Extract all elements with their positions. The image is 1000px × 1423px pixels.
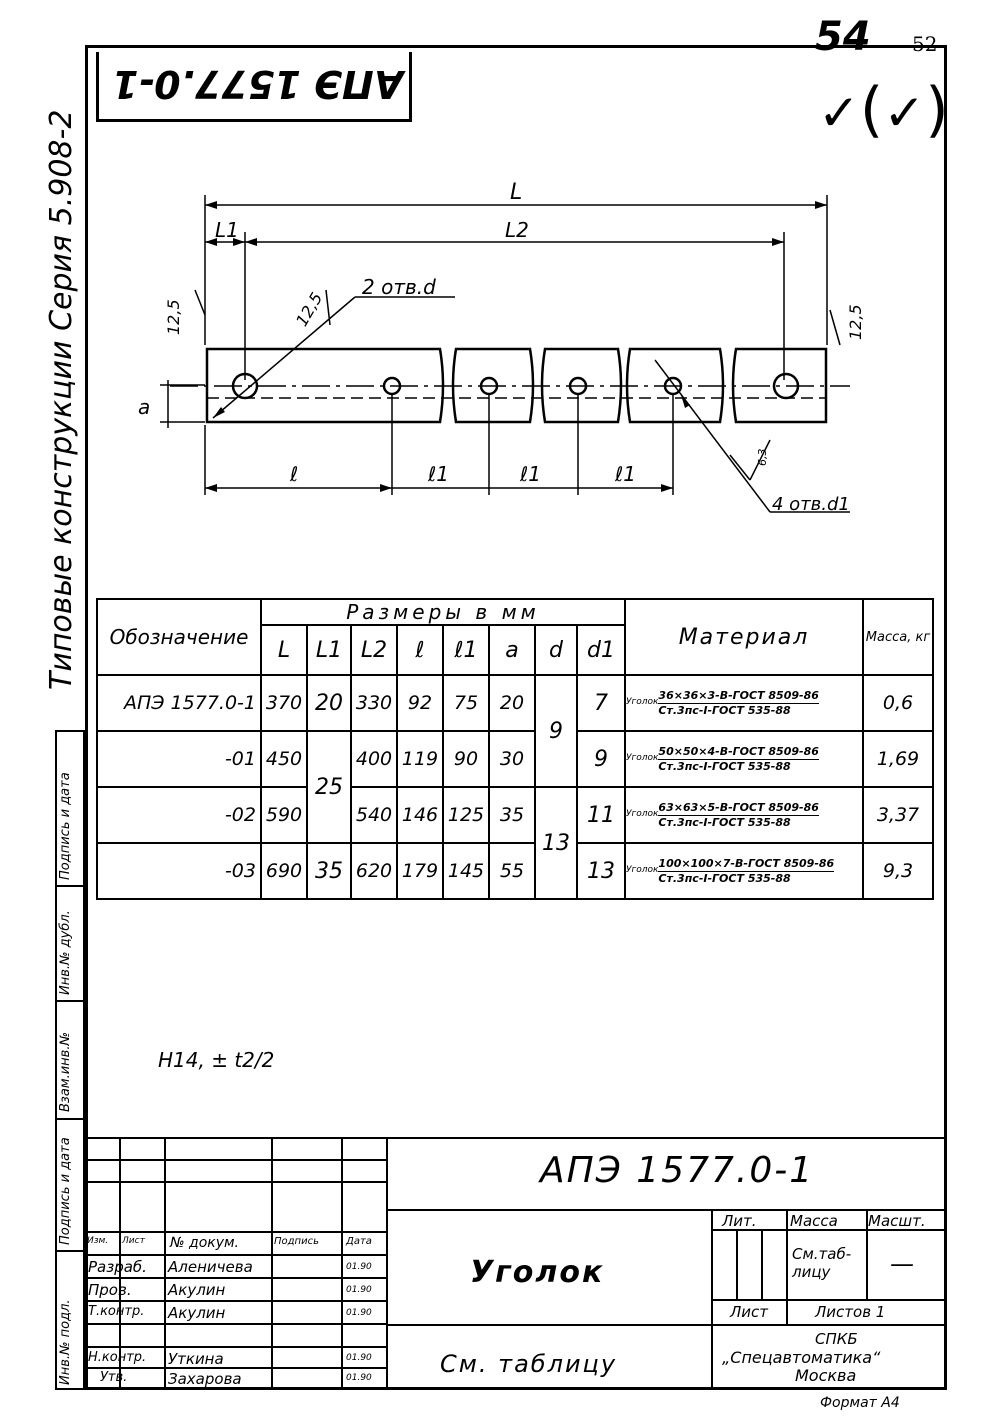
tb-sheets: Листов 1 [815,1303,886,1321]
col-mass: Масса, кг [862,598,934,676]
tb-format: Формат А4 [820,1395,900,1411]
tb-org2: „Спецавтоматика“ [722,1348,881,1367]
d-merged-2: 13 [534,786,578,900]
tb-scale: Масшт. [868,1212,926,1230]
col-d1: d1 [576,624,626,676]
col-a: a [488,624,536,676]
dim-L: L [510,180,523,205]
dim-L1: L1 [215,218,239,242]
sheet-mark: 54 [815,14,871,60]
col-l: ℓ [396,624,444,676]
tb-sheet: Лист [730,1303,769,1321]
tb-code: АПЭ 1577.0-1 [540,1150,815,1191]
check-mark-icon: ✓(✓) [818,75,949,145]
dim-l1-a: ℓ1 [428,462,449,486]
table-row: АПЭ 1577.0-1 370 20 330 92 75 20 9 7 Уго… [96,674,934,788]
dim-l1-c: ℓ1 [615,462,636,486]
page-number: 52 [912,32,938,56]
tb-lit: Лит. [722,1212,757,1230]
col-L: L [260,624,308,676]
L1-merged: 25 [306,730,352,844]
tb-mass-val: См.таб- лицу [792,1245,852,1281]
d-merged-1: 9 [534,674,578,788]
holes-d1-label: 4 отв.d1 [772,494,850,515]
col-L2: L2 [350,624,398,676]
tolerance-note: Н14, ± t2/2 [158,1048,275,1072]
tb-name: Уголок [470,1255,605,1290]
dim-l: ℓ [290,462,299,486]
tb-mass: Масса [790,1212,838,1230]
col-l1: ℓ1 [442,624,490,676]
holes-d-label: 2 отв.d [362,275,436,299]
left-strip [55,730,85,1390]
col-designation: Обозначение [96,598,262,676]
dim-l1-b: ℓ1 [520,462,541,486]
drawing-frame [85,45,947,1390]
tb-org1: СПКБ [815,1330,858,1348]
dim-L2: L2 [505,218,529,242]
stamp-box [96,52,412,122]
tb-org3: Москва [795,1366,857,1385]
dim-a: a [138,395,151,419]
col-L1: L1 [306,624,352,676]
col-d: d [534,624,578,676]
tb-material: См. таблицу [440,1350,618,1378]
spec-table: Обозначение Размеры в мм Материал Масса,… [96,598,934,900]
tb-scale-val: — [890,1250,914,1278]
group-header: Размеры в мм [260,598,626,626]
col-material: Материал [624,598,864,676]
